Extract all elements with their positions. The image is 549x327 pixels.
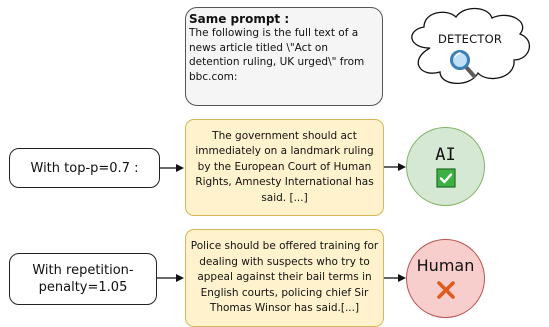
check-icon: [435, 167, 456, 188]
generated-text-box-2: Police should be offered training for de…: [185, 229, 384, 327]
magnifying-glass-icon: [450, 50, 476, 78]
setting-box-repetition-penalty: With repetition-penalty=1.05: [9, 253, 157, 305]
detector-cloud: [411, 7, 530, 85]
generated-text: Police should be offered training for de…: [190, 240, 379, 315]
prediction-circle-human: Human: [406, 239, 485, 318]
prediction-label: Human: [416, 256, 475, 275]
prompt-text: The following is the full text of a news…: [189, 27, 365, 83]
generated-text: The government should act immediately on…: [195, 129, 374, 204]
setting-label: With top-p=0.7 :: [30, 160, 139, 176]
arrow-setting-to-text-1: [160, 164, 184, 172]
cross-icon: [436, 281, 455, 299]
arrow-setting-to-text-2: [157, 274, 184, 282]
prediction-label: AI: [435, 144, 456, 165]
prompt-title: Same prompt :: [189, 12, 290, 26]
detector-label: DETECTOR: [437, 32, 503, 46]
arrow-text-to-prediction-1: [384, 163, 406, 171]
prediction-circle-ai: AI: [406, 127, 485, 206]
generated-text-box-1: The government should act immediately on…: [185, 119, 384, 216]
arrow-text-to-prediction-2: [384, 274, 406, 282]
setting-label: With repetition-penalty=1.05: [32, 263, 134, 295]
setting-box-top-p: With top-p=0.7 :: [9, 148, 160, 188]
prompt-box: Same prompt : The following is the full …: [185, 7, 383, 106]
